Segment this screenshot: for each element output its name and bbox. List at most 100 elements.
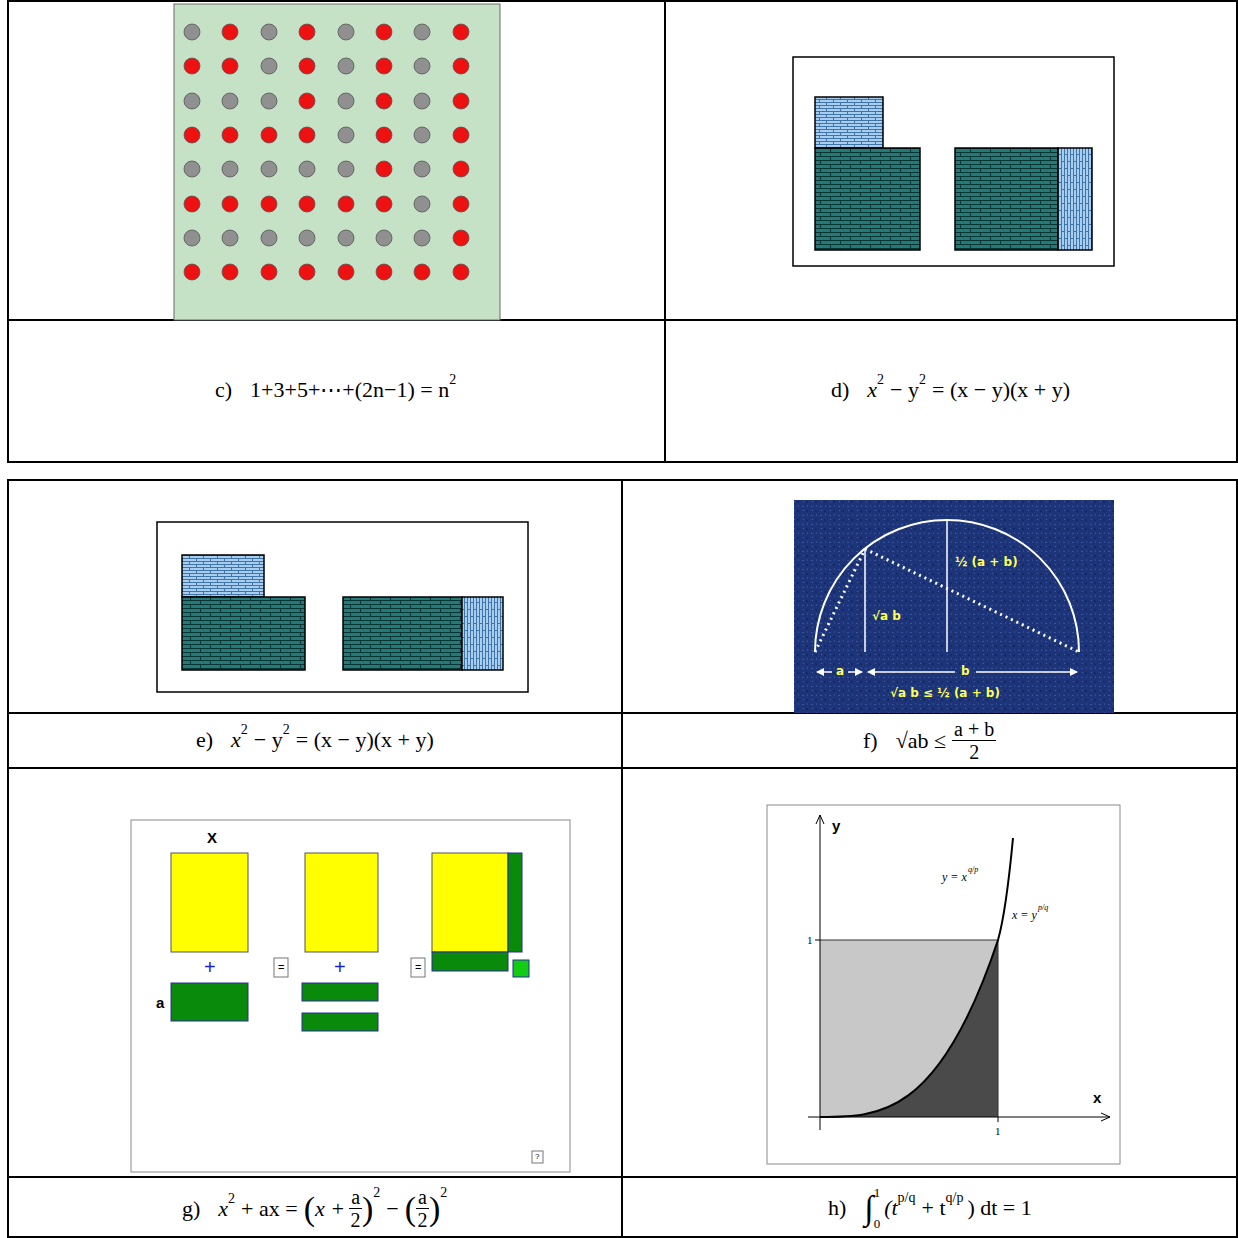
integral-areas-path	[820, 838, 1013, 1117]
integral-areas-path	[820, 940, 998, 1117]
odd-sum-dots-g-circle	[261, 196, 277, 212]
completing-square-rect	[513, 960, 529, 977]
integral-areas-line	[820, 815, 821, 1130]
formula-text: x	[218, 1196, 228, 1222]
odd-sum-dots-g-circle	[261, 58, 277, 74]
odd-sum-dots-g-circle	[414, 58, 430, 74]
squares-difference-e-rect	[343, 597, 462, 670]
odd-sum-dots-g-circle	[184, 196, 200, 212]
integral-areas-line	[808, 1117, 1110, 1118]
formula-text: h)	[828, 1195, 846, 1221]
completing-square-rect	[171, 853, 248, 952]
integral-areas-line	[998, 1117, 999, 1122]
completing-square-rect	[411, 958, 425, 977]
odd-sum-dots-g-circle	[376, 230, 392, 246]
odd-sum-dots-g-circle	[184, 264, 200, 280]
odd-sum-dots-g-circle	[261, 264, 277, 280]
formula-text: = (x − y)(x + y)	[932, 377, 1070, 403]
tick-label: 1	[807, 934, 813, 946]
formula-text: 1+3+5+⋯+(2n−1) = n	[250, 377, 449, 403]
fraction: a2	[416, 1186, 429, 1231]
squares-difference-e-rect	[182, 597, 305, 670]
odd-sum-dots-g-circle	[184, 230, 200, 246]
odd-sum-dots-g-circle	[376, 127, 392, 143]
table-lines-rect	[8, 1, 1237, 462]
table-lines-line	[664, 1, 666, 462]
odd-sum-dots-g-circle	[261, 161, 277, 177]
formula-text: − y	[254, 727, 283, 753]
completing-square-rect	[532, 1151, 543, 1163]
numerator: a	[349, 1186, 362, 1209]
bracket: (	[304, 1192, 315, 1226]
odd-sum-dots-g-circle	[453, 24, 469, 40]
odd-sum-dots-g-circle	[338, 93, 354, 109]
squares-difference-e-rect	[157, 522, 528, 692]
mean-semicircle-path	[815, 520, 1079, 652]
plus-sign: +	[204, 956, 216, 978]
fraction: a2	[349, 1186, 362, 1231]
curve-exponent: q/p	[968, 866, 978, 875]
completing-square-rect	[432, 853, 508, 952]
odd-sum-dots-g-circle	[414, 230, 430, 246]
formula-caption: d)x2− y2= (x − y)(x + y)	[831, 377, 1070, 403]
mean-semicircle-line	[817, 671, 832, 673]
odd-sum-dots-rect	[174, 4, 500, 320]
odd-sum-dots-g-circle	[376, 24, 392, 40]
odd-sum-dots-g-circle	[453, 93, 469, 109]
bracket: (	[405, 1192, 416, 1226]
table-lines-rect	[8, 480, 1237, 1237]
table-lines-line	[621, 480, 623, 1237]
formula-text: −	[386, 1196, 398, 1222]
completing-square-rect	[305, 853, 378, 952]
integral-areas-line	[815, 940, 820, 941]
squares-difference-d	[793, 57, 1114, 266]
equals-sign: =	[278, 961, 284, 973]
formula-text: + ax =	[241, 1196, 298, 1222]
odd-sum-dots-g-circle	[184, 161, 200, 177]
odd-sum-dots-g-circle	[453, 161, 469, 177]
odd-sum-dots-g-circle	[376, 58, 392, 74]
table-lines-line	[8, 1176, 1237, 1178]
squares-difference-d-rect	[955, 148, 1058, 250]
exponent: q/p	[946, 1190, 964, 1206]
exponent: p/q	[898, 1190, 916, 1206]
completing-square-rect	[432, 952, 508, 971]
inequality-label: √a b ≤ ½ (a + b)	[890, 687, 1000, 700]
odd-sum-dots-g-circle	[376, 93, 392, 109]
completing-square-rect	[302, 1013, 378, 1031]
formula-text: c)	[215, 377, 232, 403]
odd-sum-dots-g-circle	[261, 93, 277, 109]
odd-sum-dots-g-circle	[261, 24, 277, 40]
formula-text: x	[867, 377, 877, 403]
odd-sum-dots-g-circle	[414, 264, 430, 280]
mean-semicircle	[794, 500, 1114, 713]
bracket: )	[362, 1192, 373, 1226]
upper-limit: 1	[874, 1186, 881, 1199]
odd-sum-dots-g-circle	[222, 127, 238, 143]
odd-sum-dots-g-circle	[261, 230, 277, 246]
odd-sum-dots-g-circle	[453, 58, 469, 74]
odd-sum-dots-g-circle	[414, 161, 430, 177]
odd-sum-dots-g-circle	[299, 93, 315, 109]
mean-semicircle-line	[946, 520, 948, 652]
odd-sum-dots-g-circle	[222, 24, 238, 40]
odd-sum-dots	[174, 4, 500, 320]
bracket: ∫	[864, 1191, 873, 1225]
squares-difference-d-rect	[793, 57, 1114, 266]
formula-text: (t	[884, 1195, 897, 1221]
integral-limits: 10	[874, 1186, 881, 1230]
denominator: 2	[418, 1209, 428, 1231]
exponent: 2	[228, 1191, 235, 1207]
plus-sign: +	[334, 956, 346, 978]
formula-text: + t	[922, 1195, 946, 1221]
odd-sum-dots-g	[184, 24, 469, 280]
denominator: 2	[351, 1209, 361, 1231]
mean-semicircle-rect	[794, 500, 1114, 713]
odd-sum-dots-g-circle	[414, 93, 430, 109]
formula-text: ) dt = 1	[967, 1195, 1031, 1221]
odd-sum-dots-g-circle	[222, 264, 238, 280]
table-lines-line	[8, 767, 1237, 769]
odd-sum-dots-g-circle	[261, 127, 277, 143]
integral-areas	[767, 805, 1120, 1164]
